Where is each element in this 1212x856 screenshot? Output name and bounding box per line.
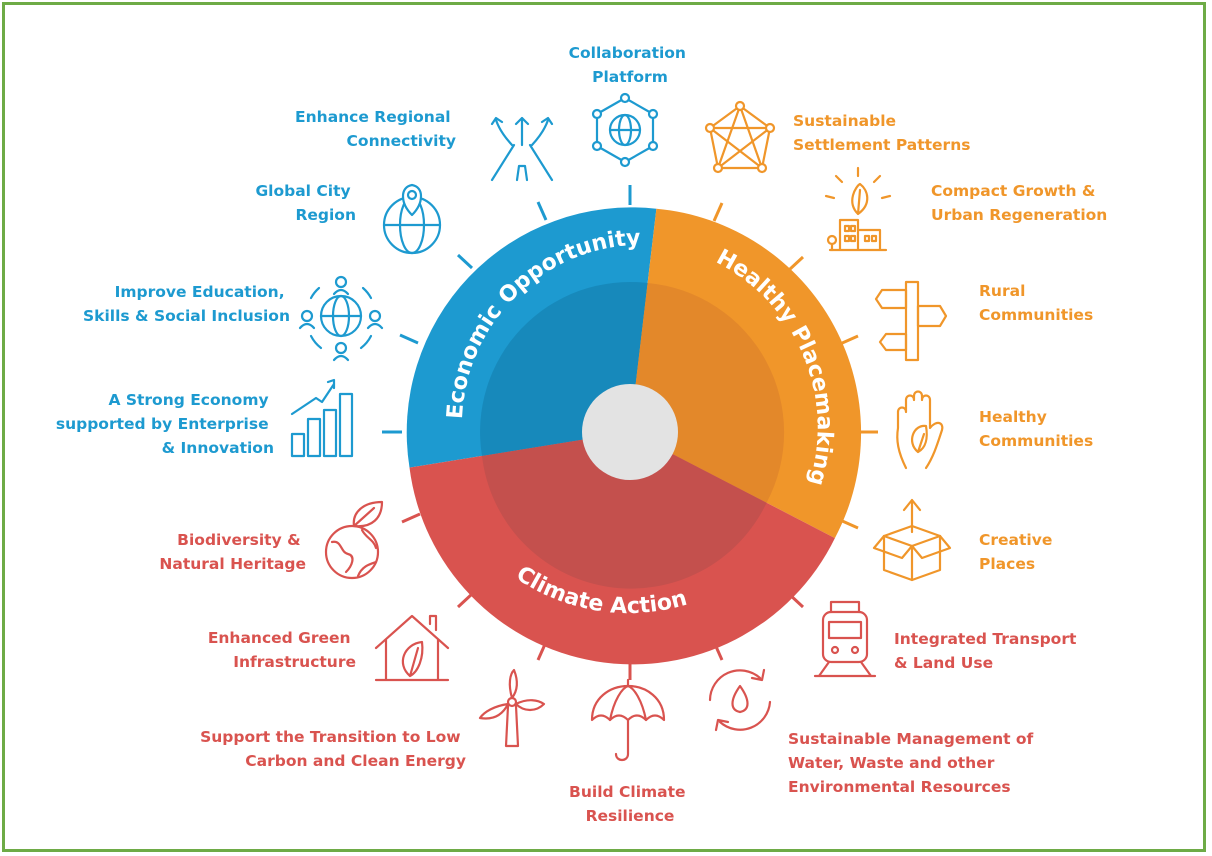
road-arrows-icon (490, 116, 554, 182)
label-compact-growth: Compact Growth & Urban Regeneration (931, 182, 1107, 224)
wind-turbine-icon (478, 668, 546, 748)
label-enhanced-green-infrastructure: Enhanced Green Infrastructure (208, 629, 356, 671)
wheel (406, 207, 862, 665)
open-box-icon (872, 498, 952, 582)
urban-leaf-icon (824, 166, 892, 252)
label-strong-economy: A Strong Economy supported by Enterprise… (56, 391, 274, 457)
globe-leaf-icon (324, 500, 384, 580)
people-globe-icon (298, 275, 384, 362)
umbrella-icon (590, 678, 666, 762)
train-icon (813, 600, 877, 678)
wheel-center (582, 384, 678, 480)
globe-pin-icon (382, 183, 442, 255)
label-rural-communities: Rural Communities (979, 282, 1093, 324)
label-healthy-communities: Healthy Communities (979, 408, 1093, 450)
water-cycle-icon (708, 668, 772, 732)
label-global-city-region: Global City Region (255, 182, 356, 224)
label-build-climate-resilience: Build Climate Resilience (569, 783, 691, 825)
label-sustainable-settlement: Sustainable Settlement Patterns (793, 112, 970, 154)
settlement-network-icon (704, 100, 776, 174)
hand-leaf-icon (896, 390, 944, 470)
label-creative-places: Creative Places (979, 531, 1058, 573)
label-biodiversity: Biodiversity & Natural Heritage (159, 531, 306, 573)
house-leaf-icon (374, 614, 450, 682)
label-low-carbon-transition: Support the Transition to Low Carbon and… (200, 728, 466, 770)
label-enhance-regional-connectivity: Enhance Regional Connectivity (295, 108, 456, 150)
label-integrated-transport: Integrated Transport & Land Use (894, 630, 1082, 672)
label-sustainable-management: Sustainable Management of Water, Waste a… (788, 730, 1039, 796)
wheel-ticks (382, 185, 878, 680)
bar-chart-icon (290, 378, 354, 458)
label-collaboration-platform: Collaboration Platform (569, 44, 692, 86)
label-improve-education: Improve Education, Skills & Social Inclu… (83, 283, 290, 325)
signpost-icon (874, 280, 948, 362)
network-globe-icon (591, 92, 659, 168)
